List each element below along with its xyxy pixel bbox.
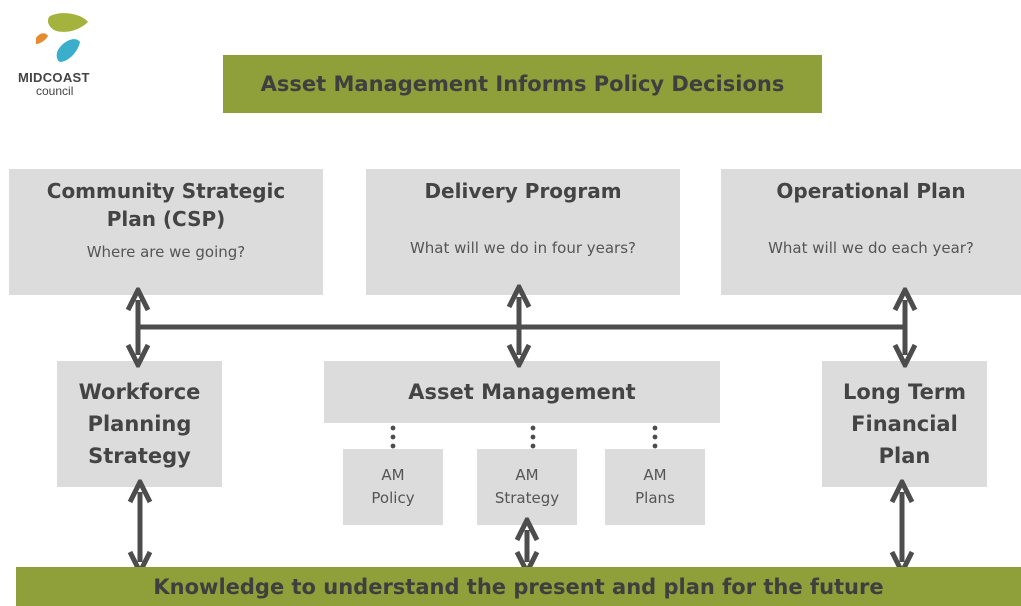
operational-plan-title: Operational Plan <box>776 179 966 203</box>
operational-plan-box: Operational Plan What will we do each ye… <box>721 169 1021 295</box>
am-plans-line-1: AM <box>643 466 667 484</box>
footer-text: Knowledge to understand the present and … <box>153 574 884 599</box>
ltfp-line-3: Plan <box>878 444 931 468</box>
workforce-line-2: Planning <box>87 412 192 436</box>
am-strategy-line-1: AM <box>515 466 539 484</box>
am-strategy-line-2: Strategy <box>494 489 560 507</box>
logo-leaf-green <box>47 13 88 32</box>
logo-leaf-orange <box>36 33 48 44</box>
csp-title: Community Strategic Plan (CSP) <box>46 179 286 231</box>
delivery-program-title: Delivery Program <box>424 179 622 203</box>
ltfp-line-1: Long Term <box>842 380 967 404</box>
am-policy-line-2: Policy <box>371 489 415 507</box>
workforce-line-1: Workforce <box>78 380 201 404</box>
workforce-planning-box: Workforce Planning Strategy <box>57 361 222 487</box>
long-term-financial-box: Long Term Financial Plan <box>822 361 987 487</box>
workforce-line-3: Strategy <box>88 444 191 468</box>
am-policy-line-1: AM <box>381 466 405 484</box>
am-plans-box: AM Plans <box>605 449 705 525</box>
logo-name: MIDCOAST <box>18 70 90 85</box>
asset-management-title: Asset Management <box>408 380 636 404</box>
asset-management-box: Asset Management <box>324 361 720 423</box>
footer-banner: Knowledge to understand the present and … <box>16 567 1021 606</box>
logo-leaf-blue <box>56 39 80 62</box>
delivery-program-box: Delivery Program What will we do in four… <box>366 169 680 295</box>
header-banner: Asset Management Informs Policy Decision… <box>223 55 822 113</box>
logo: MIDCOAST council <box>12 10 112 105</box>
csp-box: Community Strategic Plan (CSP) Where are… <box>9 169 323 295</box>
logo-sub: council <box>36 84 74 98</box>
ltfp-line-2: Financial <box>851 412 958 436</box>
logo-mark-icon <box>36 13 88 62</box>
am-policy-box: AM Policy <box>343 449 443 525</box>
delivery-program-question: What will we do in four years? <box>409 239 637 257</box>
am-strategy-box: AM Strategy <box>477 449 577 525</box>
operational-plan-question: What will we do each year? <box>768 239 974 257</box>
header-title: Asset Management Informs Policy Decision… <box>260 72 785 96</box>
am-plans-line-2: Plans <box>635 489 675 507</box>
csp-question: Where are we going? <box>86 243 246 261</box>
